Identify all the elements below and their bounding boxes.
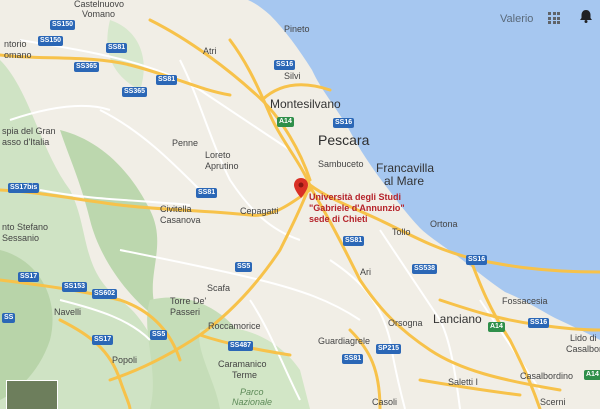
place-aprutino: Aprutino bbox=[205, 161, 239, 171]
poi-label[interactable]: Università degli Studi "Gabriele d'Annun… bbox=[309, 192, 405, 225]
place-scerni: Scerni bbox=[540, 397, 566, 407]
place-santo-stefano: nto Stefano bbox=[2, 222, 49, 232]
road-shield: SS5 bbox=[150, 330, 168, 340]
place-castelnuovo: Castelnuovo bbox=[74, 0, 125, 9]
road-shield: SS81 bbox=[106, 43, 128, 53]
place-parco: Parco bbox=[240, 387, 264, 397]
road-shield: SS17 bbox=[18, 272, 40, 282]
user-name-link[interactable]: Valerio bbox=[500, 13, 534, 25]
road-shield: SS16 bbox=[333, 118, 355, 128]
road-shield: SS5 bbox=[235, 262, 253, 272]
place-ari: Ari bbox=[360, 267, 371, 277]
place-sasso-italia: asso d'Italia bbox=[2, 137, 50, 147]
place-passeri: Passeri bbox=[170, 307, 201, 317]
apps-grid-icon[interactable] bbox=[548, 12, 560, 24]
place-orsogna: Orsogna bbox=[388, 318, 423, 328]
place-casanova: Casanova bbox=[160, 215, 201, 225]
place-torre-de: Torre De' bbox=[170, 296, 207, 306]
place-spia-gran: spia del Gran bbox=[2, 126, 56, 136]
road-shield: SS16 bbox=[528, 318, 550, 328]
place-al-mare: al Mare bbox=[384, 174, 425, 188]
place-penne: Penne bbox=[172, 138, 199, 148]
bell-icon[interactable] bbox=[580, 10, 592, 23]
place-pineto: Pineto bbox=[284, 24, 310, 34]
road-shield: SS153 bbox=[62, 282, 88, 292]
road-shield: SS16 bbox=[466, 255, 488, 265]
place-lanciano: Lanciano bbox=[433, 312, 482, 326]
place-cepagatti: Cepagatti bbox=[240, 206, 279, 216]
place-francavilla: Francavilla bbox=[376, 161, 435, 175]
road-shield: SS150 bbox=[38, 36, 64, 46]
place-civitella: Civitella bbox=[160, 204, 192, 214]
road-shield: SS602 bbox=[92, 289, 118, 299]
road-shield: SS17bis bbox=[8, 183, 40, 193]
place-scafa: Scafa bbox=[207, 283, 231, 293]
place-montesilvano: Montesilvano bbox=[270, 97, 341, 111]
place-sambuceto: Sambuceto bbox=[318, 159, 364, 169]
place-casoli: Casoli bbox=[372, 397, 398, 407]
road-shield: SS365 bbox=[122, 87, 148, 97]
road-shield: A14 bbox=[488, 322, 505, 332]
map-pin-icon[interactable] bbox=[294, 178, 308, 203]
place-caramanico: Caramanico bbox=[218, 359, 267, 369]
place-terme: Terme bbox=[232, 370, 258, 380]
place-roccamorice: Roccamorice bbox=[208, 321, 261, 331]
road-shield: SS365 bbox=[74, 62, 100, 72]
road-shield: SS17 bbox=[92, 335, 114, 345]
place-saletti: Saletti I bbox=[448, 377, 479, 387]
road-shield: SS81 bbox=[342, 354, 364, 364]
place-casalbordino: Casalbordino bbox=[520, 371, 574, 381]
satellite-view-toggle[interactable] bbox=[6, 380, 58, 409]
road-shield: SS81 bbox=[156, 75, 178, 85]
place-ntorio: ntorio bbox=[4, 39, 27, 49]
road-shield: A14 bbox=[584, 370, 600, 380]
place-vomano: Vomano bbox=[82, 9, 116, 19]
road-shield: SS487 bbox=[228, 341, 254, 351]
place-guardiagrele: Guardiagrele bbox=[318, 336, 371, 346]
road-shield: SS bbox=[2, 313, 16, 323]
road-shield: SS538 bbox=[412, 264, 438, 274]
poi-line-3: sede di Chieti bbox=[309, 214, 368, 224]
place-casalbordi: Casalbordi bbox=[566, 344, 600, 354]
poi-line-2: "Gabriele d'Annunzio" bbox=[309, 203, 405, 213]
poi-line-1: Università degli Studi bbox=[309, 192, 402, 202]
place-nazionale: Nazionale bbox=[232, 397, 273, 407]
road-shield: SS150 bbox=[50, 20, 76, 30]
place-loreto: Loreto bbox=[205, 150, 231, 160]
place-silvi: Silvi bbox=[284, 71, 301, 81]
road-shield: SP215 bbox=[376, 344, 402, 354]
place-lido-di: Lido di bbox=[570, 333, 597, 343]
place-navelli: Navelli bbox=[54, 307, 82, 317]
road-shield: SS16 bbox=[274, 60, 296, 70]
place-popoli: Popoli bbox=[112, 355, 138, 365]
road-shield: A14 bbox=[277, 117, 294, 127]
place-fossacesia: Fossacesia bbox=[502, 296, 548, 306]
road-shield: SS81 bbox=[196, 188, 218, 198]
place-atri: Atri bbox=[203, 46, 217, 56]
road-shield: SS81 bbox=[343, 236, 365, 246]
place-sessanio: Sessanio bbox=[2, 233, 40, 243]
place-pescara: Pescara bbox=[318, 132, 370, 148]
place-tollo: Tollo bbox=[392, 227, 411, 237]
place-ortona: Ortona bbox=[430, 219, 458, 229]
place-omano: omano bbox=[4, 50, 32, 60]
